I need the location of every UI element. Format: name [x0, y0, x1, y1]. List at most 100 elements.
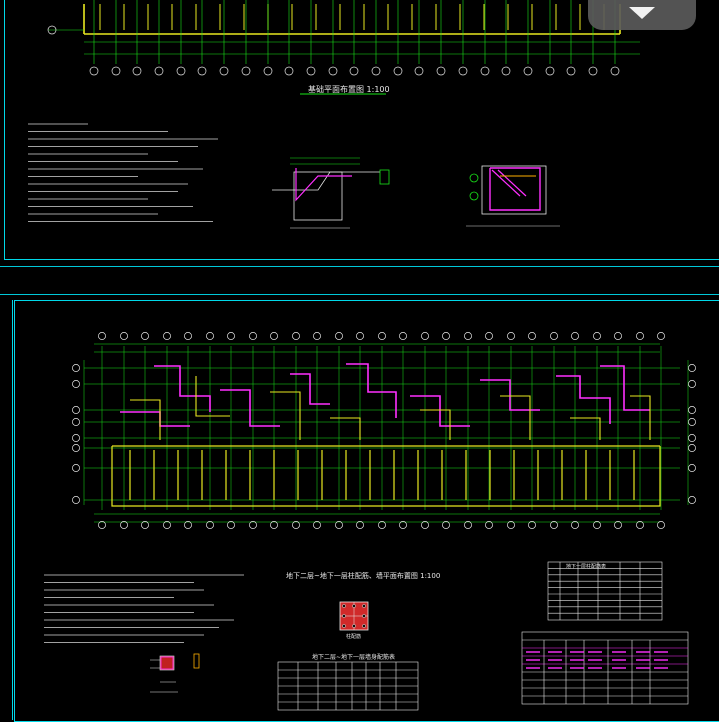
axis-bubble	[313, 332, 321, 340]
axis-bubble	[328, 66, 338, 76]
sheet-separator-2	[0, 294, 719, 295]
axis-bubble	[292, 521, 300, 529]
axis-bubble	[249, 332, 257, 340]
axis-bubble	[550, 332, 558, 340]
axis-bubble	[72, 364, 80, 372]
axis-bubble	[688, 434, 696, 442]
axis-bubble	[98, 521, 106, 529]
axis-bubble	[501, 66, 511, 76]
axis-bubble	[421, 521, 429, 529]
axis-bubble	[414, 66, 424, 76]
wall-segment	[330, 417, 361, 440]
wall-segment	[570, 417, 601, 440]
rebar-dot	[362, 614, 366, 618]
axis-bubble	[111, 66, 121, 76]
rebar-schedule-table	[521, 631, 689, 705]
axis-bubble	[335, 521, 343, 529]
axis-bubble	[614, 332, 622, 340]
foundation-plan-wall-segments	[99, 4, 605, 30]
axis-bubble	[528, 332, 536, 340]
column-detail-label: 柱配筋	[346, 634, 362, 640]
corner-reinforcement-detail	[466, 165, 560, 227]
axis-bubble	[72, 464, 80, 472]
column-detail-small	[150, 653, 200, 693]
axis-bubble	[550, 521, 558, 529]
sheet-separator-1	[0, 266, 719, 267]
axis-bubble	[545, 66, 555, 76]
basement-plan-grid	[83, 343, 689, 523]
rebar-dot	[352, 604, 356, 608]
axis-bubble	[206, 521, 214, 529]
rebar-wall	[346, 363, 397, 418]
axis-bubble	[219, 66, 229, 76]
axis-bubble	[163, 332, 171, 340]
rebar-wall	[480, 379, 540, 411]
basement-notes-lines	[44, 574, 244, 643]
wall-segment	[130, 399, 161, 440]
axis-bubble	[636, 521, 644, 529]
rebar-dot	[362, 604, 366, 608]
axis-bubble	[507, 521, 515, 529]
table-border	[547, 561, 663, 621]
axis-bubble	[176, 66, 186, 76]
axis-bubble	[588, 66, 598, 76]
foundation-plan-drawing	[28, 0, 640, 229]
axis-bubble	[657, 332, 665, 340]
axis-bubble	[132, 66, 142, 76]
axis-bubble	[399, 521, 407, 529]
bottom-table-title: 地下二层~地下一层墙身配筋表	[312, 654, 396, 661]
rebar-dot	[342, 604, 346, 608]
axis-bubble	[206, 332, 214, 340]
axis-bubble	[464, 521, 472, 529]
axis-bubble	[72, 444, 80, 452]
rebar-wall	[410, 395, 470, 427]
axis-bubble	[335, 332, 343, 340]
axis-bubble	[270, 332, 278, 340]
axis-bubble	[227, 521, 235, 529]
axis-bubble	[313, 521, 321, 529]
rebar-dot	[342, 624, 346, 628]
wall-outline	[111, 446, 661, 507]
axis-bubble	[241, 66, 251, 76]
foundation-plan-axis-bubbles	[47, 25, 620, 76]
top-plan-title: 基础平面布置图 1:100	[308, 85, 390, 94]
axis-bubble	[356, 521, 364, 529]
axis-bubble	[72, 406, 80, 414]
right-table-title: 地下一层柱配筋表	[566, 564, 607, 570]
bottom-plan-title: 地下二层~地下一层柱配筋、墙平面布置图 1:100	[286, 572, 441, 580]
basement-plan-walls	[111, 363, 661, 507]
table-border	[521, 631, 689, 705]
axis-bubble	[120, 521, 128, 529]
axis-bubble	[197, 66, 207, 76]
axis-bubble	[528, 521, 536, 529]
axis-bubble	[657, 521, 665, 529]
rebar-dot	[352, 624, 356, 628]
foundation-section-detail	[272, 157, 390, 229]
axis-bubble	[72, 496, 80, 504]
column-reinforcement-table	[547, 561, 663, 621]
rebar-dot	[362, 624, 366, 628]
collapse-panel-button[interactable]	[588, 0, 696, 30]
rebar-wall	[220, 389, 280, 427]
axis-bubble	[72, 434, 80, 442]
axis-bubble	[688, 380, 696, 388]
axis-bubble	[263, 66, 273, 76]
axis-bubble	[485, 521, 493, 529]
sheet-frame-top	[4, 0, 719, 260]
foundation-plan-grid	[48, 0, 640, 64]
axis-bubble	[184, 521, 192, 529]
wall-segment	[500, 395, 531, 440]
foundation-plan-walls	[83, 4, 621, 35]
wall-segment	[630, 395, 651, 440]
axis-bubble	[480, 66, 490, 76]
chevron-down-icon	[629, 7, 655, 19]
axis-bubble	[688, 464, 696, 472]
axis-bubble	[399, 332, 407, 340]
wall-segment	[270, 391, 301, 440]
axis-bubble	[89, 66, 99, 76]
axis-bubble	[120, 332, 128, 340]
axis-bubble	[378, 332, 386, 340]
axis-bubble	[98, 332, 106, 340]
axis-bubble	[184, 332, 192, 340]
